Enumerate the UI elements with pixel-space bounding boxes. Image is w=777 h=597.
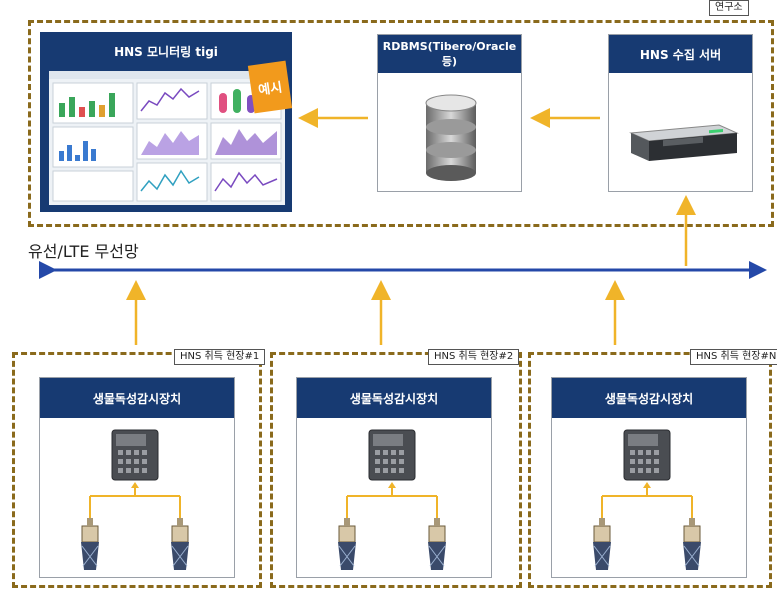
dashboard-thumbnail-graphic [49,71,285,202]
site-tag-3: HNS 취득 현장#N [690,349,777,365]
rdbms-card: RDBMS(Tibero/Oracle 등) [377,34,522,192]
site-region-2 [270,352,522,588]
lab-region [28,20,774,227]
sensor-tower-left-1 [81,518,99,570]
sensor-tower-right-3 [683,518,701,570]
sensor-tower-right-2 [428,518,446,570]
site-region-3 [528,352,772,588]
dashboard-screenshot [49,71,285,205]
monitor-device-icon-3 [623,429,671,481]
monitor-device-icon-1 [111,429,159,481]
device-card-2: 생물독성감시장치 [296,377,492,578]
rdbms-title: RDBMS(Tibero/Oracle 등) [378,35,521,73]
connector-arrowhead-2 [388,482,396,488]
sensor-tower-left-2 [338,518,356,570]
network-label: 유선/LTE 무선망 [28,242,139,261]
biotoxicity-monitor-graphic-3 [593,429,701,570]
site-tag-2: HNS 취득 현장#2 [428,349,520,365]
server-title: HNS 수집 서버 [609,35,752,73]
connector-arrowhead-3 [643,482,651,488]
sensor-tower-right-1 [171,518,189,570]
device-title-3: 생물독성감시장치 [552,378,746,418]
biotoxicity-monitor-graphic-2 [338,429,446,570]
rack-server-icon [629,124,739,161]
connector-arrowhead-1 [131,482,139,488]
monitoring-panel: HNS 모니터링 tigi [40,32,293,212]
device-card-3: 생물독성감시장치 [551,377,747,578]
monitor-device-icon-2 [368,429,416,481]
device-title-1: 생물독성감시장치 [40,378,234,418]
server-card: HNS 수집 서버 [608,34,753,192]
monitoring-title: HNS 모니터링 tigi [114,45,218,59]
device-card-1: 생물독성감시장치 [39,377,235,578]
lab-tag: 연구소 [709,0,749,16]
database-icon [425,94,477,181]
biotoxicity-monitor-graphic-1 [81,429,189,570]
device-title-2: 생물독성감시장치 [297,378,491,418]
site-region-1 [12,352,262,588]
site-tag-1: HNS 취득 현장#1 [174,349,266,365]
sensor-tower-left-3 [593,518,611,570]
